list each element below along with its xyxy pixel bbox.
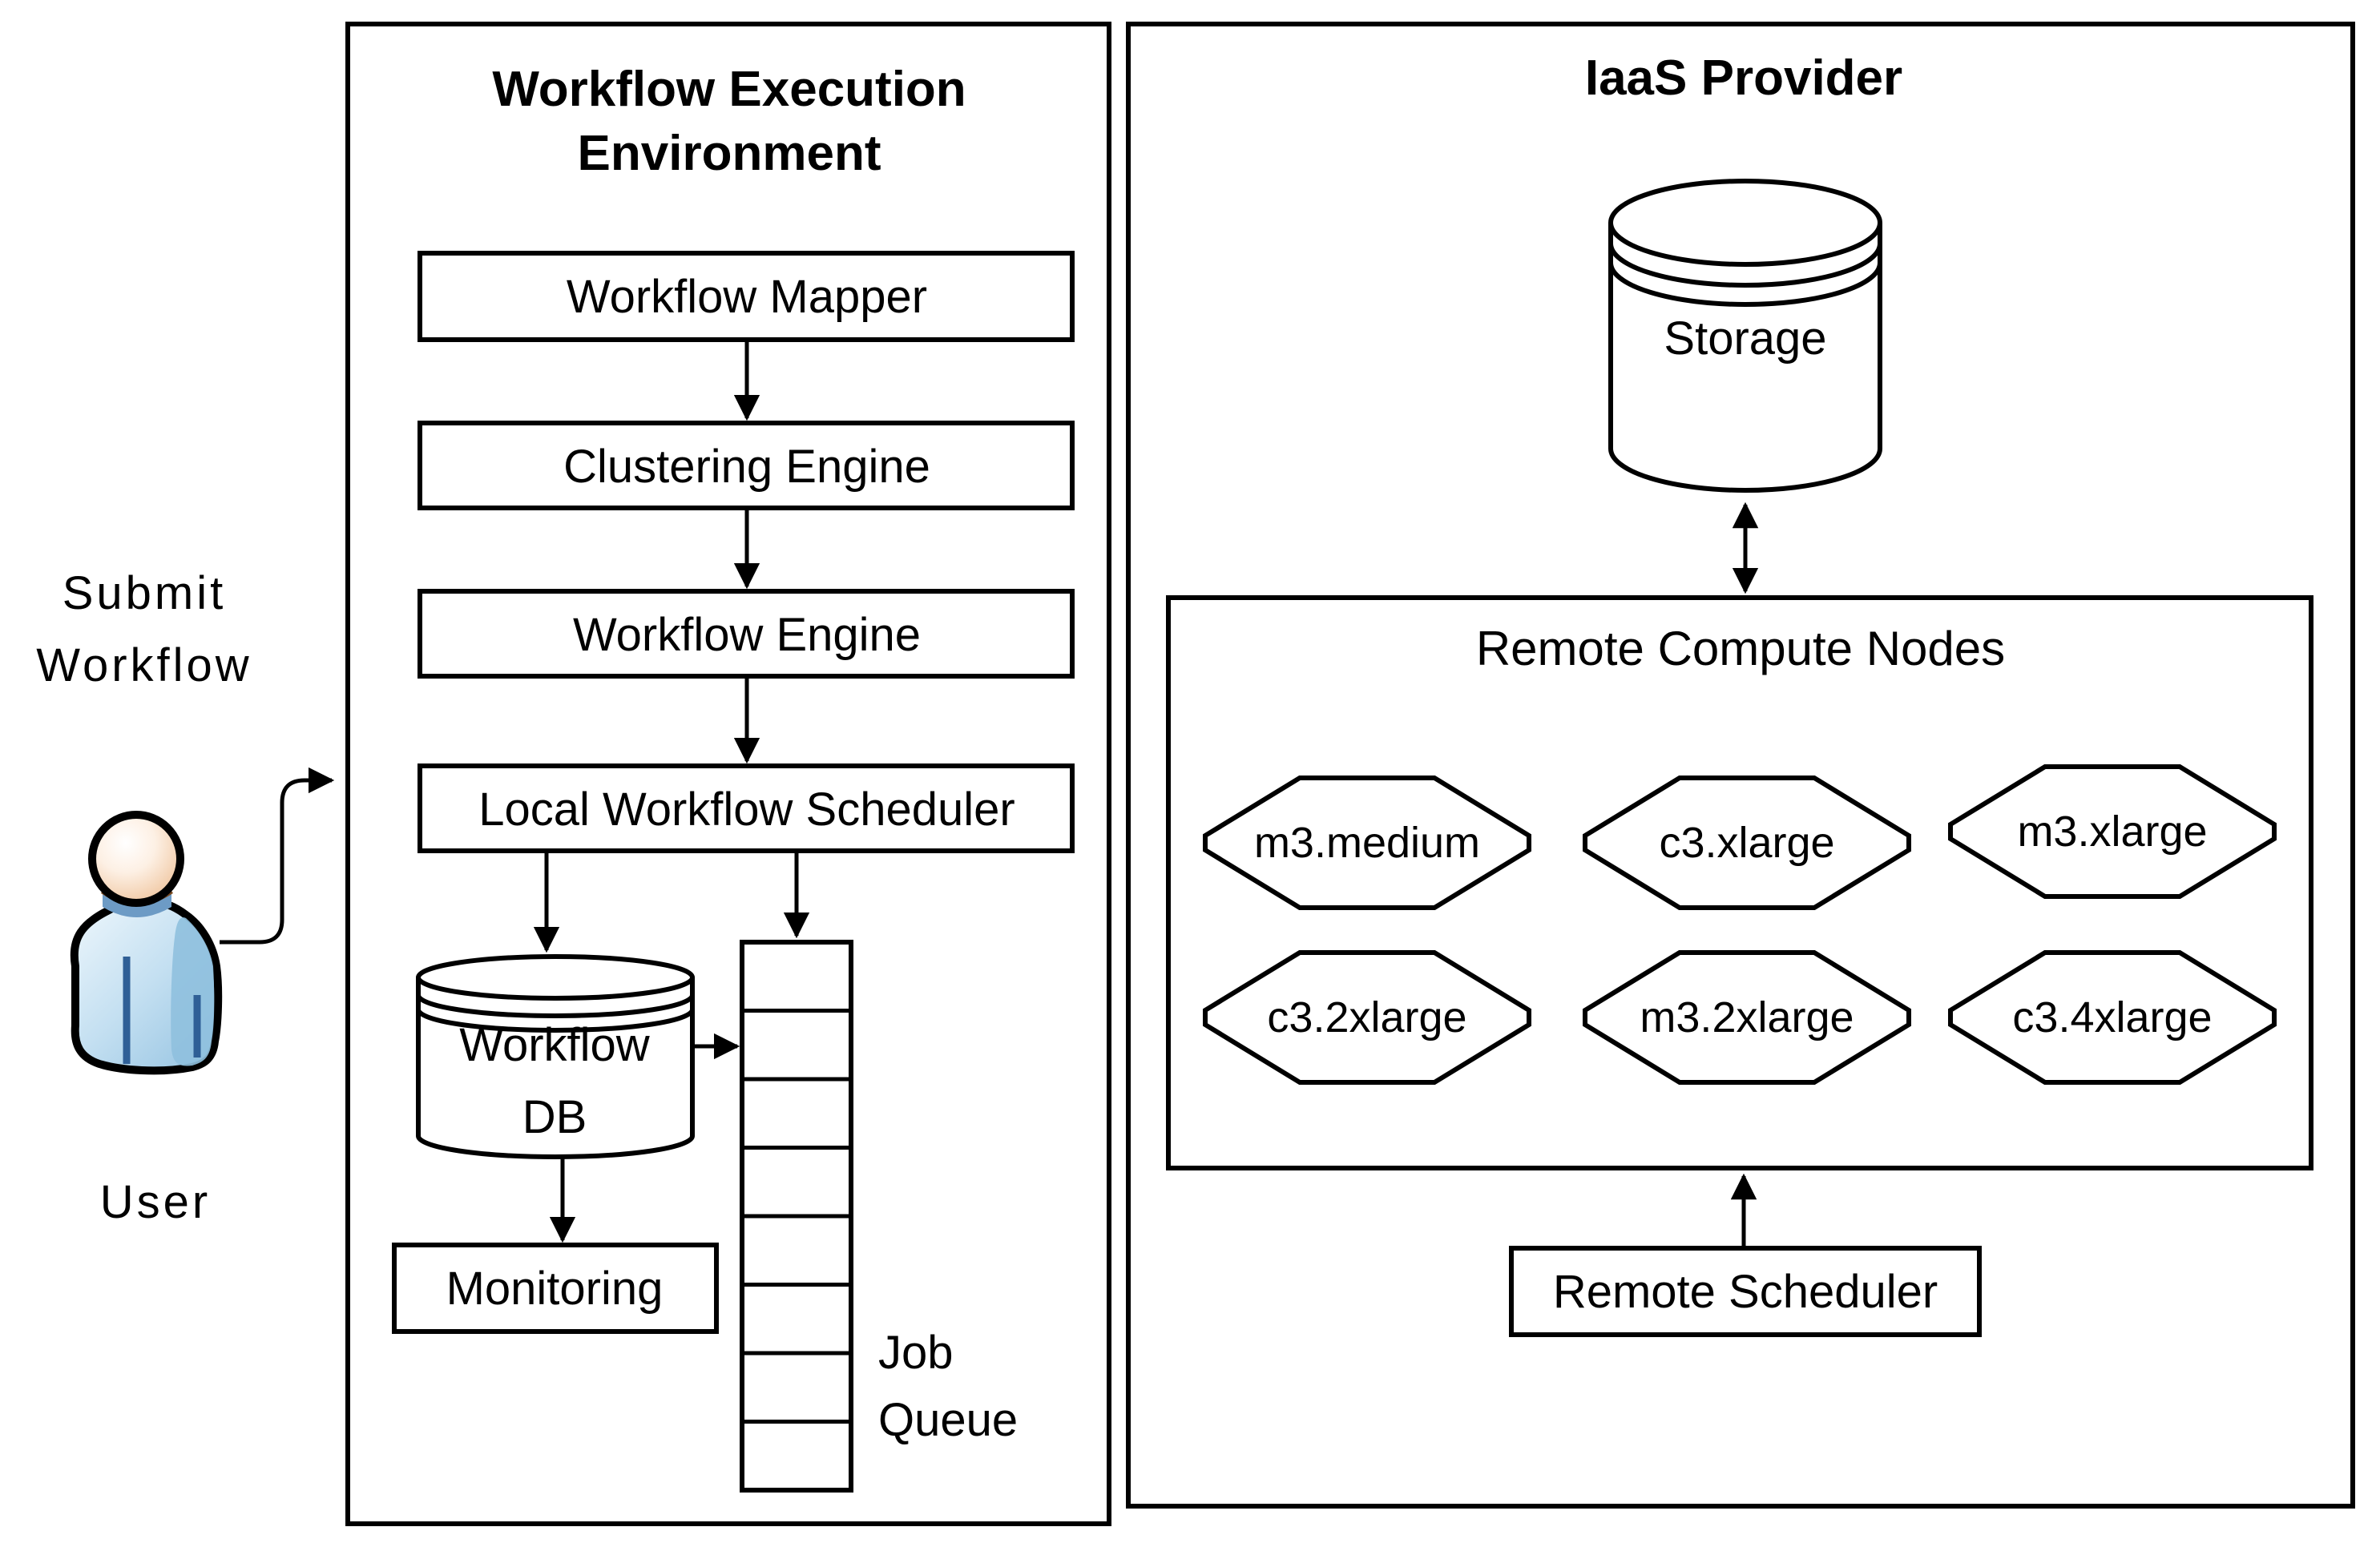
submit-workflow-label-line1: Submit — [63, 567, 227, 619]
storage-label: Storage — [1664, 312, 1826, 365]
compute-node-label: c3.2xlarge — [1267, 993, 1466, 1041]
user-label: User — [100, 1176, 211, 1228]
compute-node-c3-4xlarge: c3.4xlarge — [1950, 953, 2274, 1082]
compute-node-label: c3.4xlarge — [2012, 993, 2212, 1041]
monitoring-label: Monitoring — [446, 1263, 664, 1315]
job-queue-label-line1: Job — [878, 1327, 954, 1379]
job-queue-cells — [740, 940, 853, 1493]
iaas-provider-title: IaaS Provider — [1585, 50, 1902, 106]
storage-cylinder-body — [1608, 223, 1882, 493]
local-workflow-scheduler-box — [418, 763, 1075, 853]
compute-node-c3-2xlarge: c3.2xlarge — [1205, 953, 1529, 1082]
compute-node-label: m3.2xlarge — [1640, 993, 1854, 1041]
workflow-environment-title-line1: Workflow Execution — [492, 62, 966, 117]
workflow-db-label-line1: Workflow — [459, 1019, 651, 1071]
compute-node-label: m3.medium — [1254, 819, 1480, 867]
job-queue-cell — [740, 940, 853, 1013]
user-person-icon — [70, 811, 223, 1075]
user-head — [88, 811, 184, 907]
clustering-engine-box — [418, 421, 1075, 510]
db-cylinder-ring — [416, 994, 695, 1018]
submit-workflow-label-line2: Workflow — [36, 639, 252, 691]
clustering-engine-label: Clustering Engine — [563, 441, 930, 493]
compute-node-label: c3.xlarge — [1659, 819, 1834, 867]
db-cylinder-ring — [416, 1009, 695, 1033]
job-queue-label-line2: Queue — [878, 1394, 1018, 1446]
workflow-environment-title-line2: Environment — [578, 126, 881, 181]
job-queue-cell — [740, 1283, 853, 1356]
job-queue-cell — [740, 1420, 853, 1493]
remote-scheduler-label: Remote Scheduler — [1553, 1266, 1938, 1318]
workflow-db-label-line2: DB — [522, 1091, 587, 1143]
job-queue-outline — [740, 940, 853, 1493]
compute-node-m3-xlarge: m3.xlarge — [1950, 767, 2274, 896]
storage-cylinder-ring — [1608, 243, 1882, 288]
compute-node-label: m3.xlarge — [2017, 808, 2207, 856]
storage-cylinder-icon: Storage — [1608, 179, 1882, 493]
db-cylinder-top — [416, 954, 695, 1001]
user-section: Submit Workflow User — [36, 567, 335, 1228]
workflow-mapper-box — [418, 251, 1075, 342]
storage-cylinder-ring — [1608, 262, 1882, 307]
monitoring-box — [392, 1243, 719, 1334]
compute-node-m3-medium: m3.medium — [1205, 778, 1529, 908]
job-queue-cell — [740, 1351, 853, 1424]
workflow-db-cylinder-icon: Workflow DB — [416, 954, 695, 1159]
db-cylinder-body — [416, 977, 695, 1159]
remote-compute-nodes: Remote Compute Nodes m3.medium c3.xlarge… — [1166, 595, 2313, 1170]
remote-compute-nodes-title: Remote Compute Nodes — [1476, 622, 2005, 675]
job-queue-cell — [740, 1214, 853, 1287]
user-arm-panel — [171, 917, 215, 1066]
job-queue — [740, 940, 853, 1493]
workflow-engine-box — [418, 589, 1075, 679]
iaas-provider: IaaS Provider Storage Remote Compute Nod… — [1126, 22, 2355, 1509]
submit-workflow-arrow — [220, 767, 335, 945]
job-queue-cell — [740, 1009, 853, 1082]
remote-scheduler-box — [1509, 1246, 1982, 1337]
job-queue-cell — [740, 1077, 853, 1150]
workflow-execution-environment: Workflow Execution Environment Workflow … — [345, 22, 1111, 1526]
workflow-mapper-label: Workflow Mapper — [567, 271, 927, 323]
local-workflow-scheduler-label: Local Workflow Scheduler — [478, 784, 1015, 836]
compute-node-c3-xlarge: c3.xlarge — [1585, 778, 1909, 908]
compute-node-m3-2xlarge: m3.2xlarge — [1585, 953, 1909, 1082]
job-queue-cell — [740, 1146, 853, 1219]
storage-cylinder-top — [1608, 179, 1882, 267]
workflow-engine-label: Workflow Engine — [573, 609, 921, 661]
